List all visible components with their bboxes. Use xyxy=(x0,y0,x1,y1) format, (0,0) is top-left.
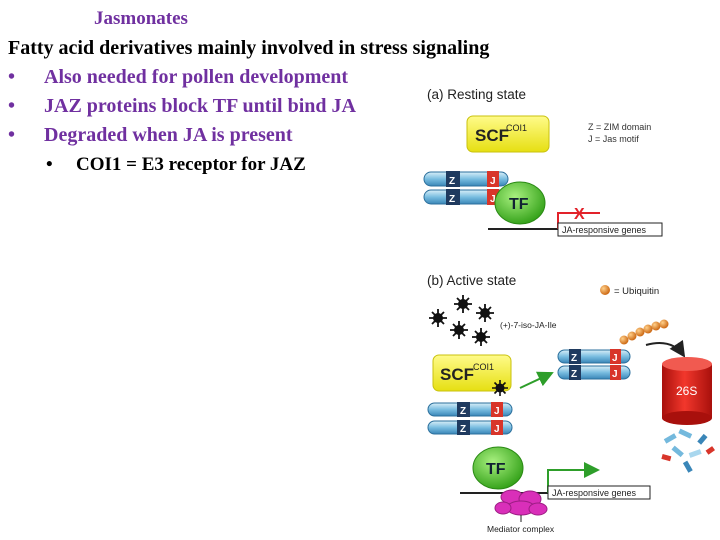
jas-motif xyxy=(491,420,503,435)
ubiquitin-icon xyxy=(619,335,629,345)
ubiquitination-arrow xyxy=(519,371,554,389)
zim-domain xyxy=(446,189,460,205)
j-label: J xyxy=(494,424,500,435)
jas-motif xyxy=(610,365,621,380)
ja-ile-icon xyxy=(450,321,468,339)
ubiquitin-icon xyxy=(651,321,661,331)
sub-bullet-item: • COI1 = E3 receptor for JAZ xyxy=(46,154,306,176)
zim-domain xyxy=(569,365,581,380)
ubiquitin-icon xyxy=(600,285,610,295)
scf-label: SCF xyxy=(440,365,474,384)
transcription-factor xyxy=(472,446,524,490)
bullet-item: • JAZ proteins block TF until bind JA xyxy=(8,95,356,118)
j-label: J xyxy=(490,194,496,205)
transcription-factor xyxy=(494,181,546,225)
bullet-dot: • xyxy=(46,154,53,175)
scf-label: SCF xyxy=(475,126,509,145)
zim-domain xyxy=(569,349,581,364)
j-label: J xyxy=(490,176,496,187)
tf-label: TF xyxy=(509,196,529,213)
zim-domain xyxy=(457,402,470,417)
legend-zim-domain: Z = ZIM domain xyxy=(588,122,651,132)
ubiquitin-legend: = Ubiquitin xyxy=(614,286,659,297)
gene-box xyxy=(557,222,663,237)
degraded-jaz-fragments xyxy=(661,428,715,473)
ubiquitin-icon xyxy=(627,331,637,341)
sub-bullet-text: COI1 = E3 receptor for JAZ xyxy=(76,154,306,175)
coi1-label: COI1 xyxy=(506,123,527,133)
bullet-text: Degraded when JA is present xyxy=(44,124,293,146)
ubiquitin-chain xyxy=(619,319,669,345)
zim-domain xyxy=(446,171,460,187)
scf-coi1-complex xyxy=(466,115,550,153)
mediator-complex xyxy=(494,489,548,516)
panel-a-resting-state: (a) Resting state Z = ZIM domain J = Jas… xyxy=(423,87,663,237)
panel-b-active-state: (b) Active state = Ubiquitin (+)-7-iso-J… xyxy=(427,273,715,534)
ubiquitin-icon xyxy=(643,324,653,334)
proteasome-label: 26S xyxy=(676,384,697,398)
slide-title: Jasmonates xyxy=(94,8,188,29)
z-label: Z xyxy=(460,406,466,417)
jas-motif xyxy=(491,402,503,417)
mediator-label: Mediator complex xyxy=(487,524,555,534)
transcription-arrow xyxy=(547,462,600,493)
jas-motif xyxy=(487,171,499,187)
ja-ile-bound-icon xyxy=(492,380,508,396)
panel-a-label: (a) Resting state xyxy=(427,87,526,102)
ubiquitin-icon xyxy=(635,327,645,337)
z-label: Z xyxy=(571,369,577,380)
coi1-label: COI1 xyxy=(473,362,494,372)
block-mark: X xyxy=(574,206,585,223)
genes-label: JA-responsive genes xyxy=(562,225,647,235)
ja-ile-icon xyxy=(429,309,447,327)
jas-motif xyxy=(610,349,621,364)
bullet-dot: • xyxy=(8,95,16,117)
tf-label: TF xyxy=(486,461,506,478)
z-label: Z xyxy=(449,194,455,205)
bullet-text: JAZ proteins block TF until bind JA xyxy=(44,95,356,117)
z-label: Z xyxy=(571,353,577,364)
panel-b-label: (b) Active state xyxy=(427,273,516,288)
hormone-label: (+)-7-iso-JA-Ile xyxy=(500,320,557,330)
zim-domain xyxy=(457,420,470,435)
slide-subtitle: Fatty acid derivatives mainly involved i… xyxy=(8,37,490,59)
j-label: J xyxy=(612,353,618,364)
bullet-dot: • xyxy=(8,66,16,88)
bullet-text: Also needed for pollen development xyxy=(44,66,349,88)
j-label: J xyxy=(612,369,618,380)
gene-box xyxy=(547,485,651,500)
ja-ile-icon xyxy=(454,295,472,313)
z-label: Z xyxy=(449,176,455,187)
ja-ile-icon xyxy=(472,328,490,346)
bullet-item: • Also needed for pollen development xyxy=(8,66,348,89)
ja-ile-icon xyxy=(476,304,494,322)
z-label: Z xyxy=(460,424,466,435)
j-label: J xyxy=(494,406,500,417)
legend-jas-motif: J = Jas motif xyxy=(588,134,639,144)
proteasome-26s: 26S xyxy=(662,357,712,425)
ubiquitin-icon xyxy=(659,319,669,329)
degradation-arrow xyxy=(645,339,686,358)
genes-label: JA-responsive genes xyxy=(552,488,637,498)
bullet-dot: • xyxy=(8,124,16,146)
scf-coi1-complex xyxy=(432,354,512,392)
bullet-item: • Degraded when JA is present xyxy=(8,124,293,147)
ja-ile-molecules xyxy=(429,295,494,346)
